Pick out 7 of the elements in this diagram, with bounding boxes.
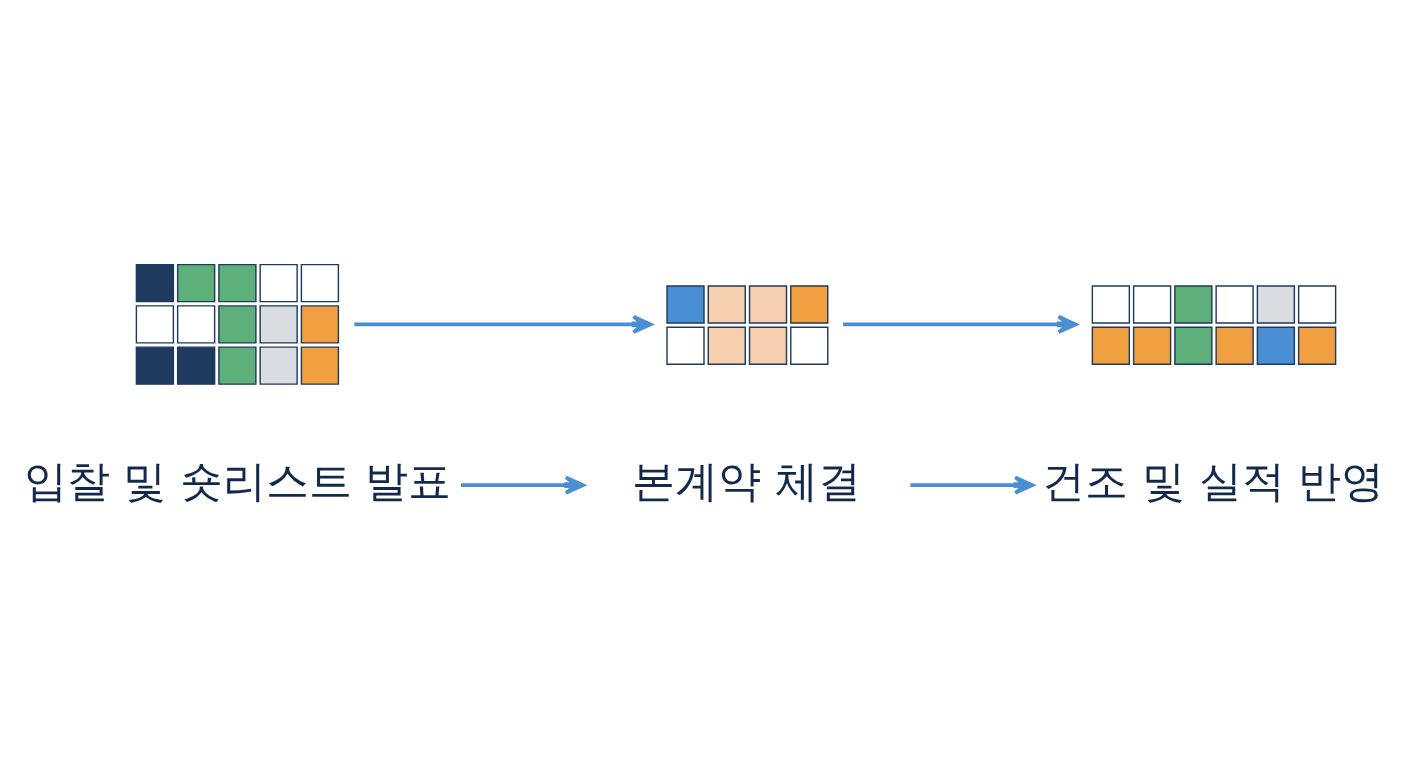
arrow bbox=[460, 475, 585, 495]
arrow bbox=[843, 314, 1078, 334]
node-text: 입찰 및 숏리스트 발표 bbox=[23, 455, 452, 506]
node-text: 본계약 체결 bbox=[632, 455, 861, 506]
arrow bbox=[354, 314, 653, 334]
node-text: 건조 및 실적 반영 bbox=[1042, 455, 1385, 506]
arrow bbox=[910, 475, 1035, 495]
